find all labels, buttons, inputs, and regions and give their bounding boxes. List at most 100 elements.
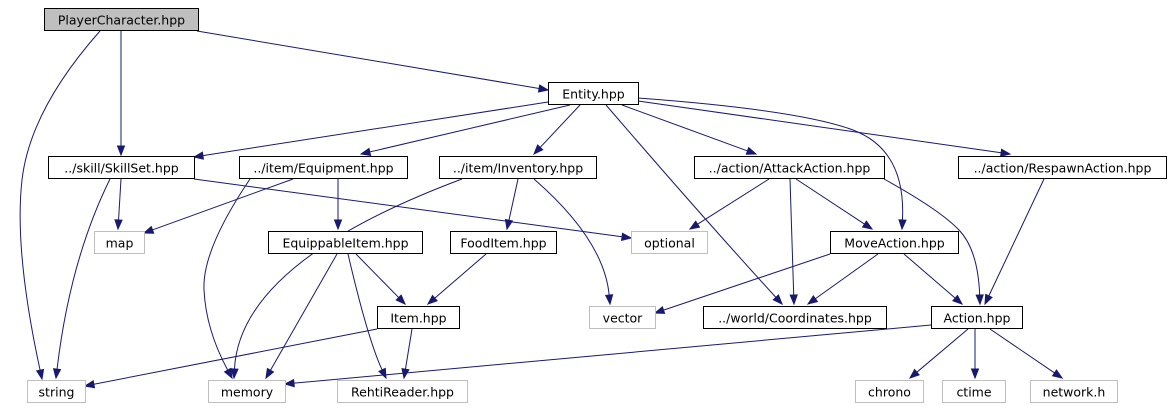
node-network-h: network.h (1030, 380, 1118, 403)
edge-line (404, 328, 413, 370)
node-box (439, 156, 597, 179)
node-box (589, 306, 656, 329)
node-coordinates[interactable]: ../world/Coordinates.hpp (703, 306, 887, 329)
arrow-head-icon (604, 294, 614, 306)
edge-line (663, 253, 831, 311)
arrow-head-icon (952, 294, 964, 305)
node-box (377, 306, 460, 329)
node-attack-action[interactable]: ../action/AttackAction.hpp (694, 156, 885, 179)
node-label: Action.hpp (944, 311, 1011, 326)
arrow-head-icon (653, 305, 666, 314)
node-box (942, 380, 1006, 403)
arrow-head-icon (970, 368, 980, 380)
node-chrono: chrono (855, 380, 924, 403)
node-move-action[interactable]: MoveAction.hpp (830, 231, 959, 254)
arrow-head-icon (537, 84, 550, 93)
arrow-head-icon (975, 294, 984, 306)
arrow-head-icon (283, 378, 295, 388)
node-label: ../item/Inventory.hpp (453, 161, 583, 176)
arrow-head-icon (223, 367, 233, 380)
node-box (450, 231, 557, 254)
node-box (631, 231, 708, 254)
edge-line (637, 97, 904, 221)
edge-line (196, 30, 540, 90)
arrow-head-icon (116, 145, 126, 157)
arrow-head-icon (265, 367, 275, 380)
node-label: RehtiReader.hpp (351, 385, 454, 400)
edge-inventory-to-memory (230, 178, 463, 380)
node-box (1030, 380, 1118, 403)
arrow-head-icon (52, 368, 62, 380)
node-box (830, 231, 959, 254)
arrow-head-icon (898, 219, 907, 231)
edge-entity-to-equipment (359, 104, 571, 157)
edge-line (347, 253, 383, 371)
node-label: FoodItem.hpp (460, 236, 546, 251)
node-label: string (39, 385, 75, 400)
node-box (855, 380, 924, 403)
node-box (694, 156, 885, 179)
node-player-character: PlayerCharacter.hpp (44, 8, 199, 31)
node-item[interactable]: Item.hpp (377, 306, 460, 329)
arrow-head-icon (806, 295, 819, 305)
edge-line (56, 178, 111, 370)
edge-line (19, 30, 101, 371)
edge-skillset-to-string (52, 178, 111, 380)
edge-line (152, 178, 294, 231)
edge-action-to-ctime (970, 329, 980, 380)
arrow-head-icon (772, 294, 783, 306)
node-box (268, 231, 423, 254)
node-food-item[interactable]: FoodItem.hpp (450, 231, 557, 254)
arrow-head-icon (789, 294, 798, 306)
node-entity[interactable]: Entity.hpp (548, 82, 639, 105)
arrow-head-icon (333, 219, 343, 231)
node-inventory[interactable]: ../item/Inventory.hpp (439, 156, 597, 179)
node-map: map (94, 231, 145, 254)
node-box (94, 231, 145, 254)
node-skillset[interactable]: ../skill/SkillSet.hpp (48, 156, 195, 179)
edge-attack-action-to-coordinates (789, 178, 798, 306)
node-vector: vector (589, 306, 656, 329)
node-box (548, 82, 639, 105)
edge-item-to-string (83, 328, 378, 389)
edge-skillset-to-map (114, 178, 123, 231)
arrow-head-icon (114, 219, 123, 231)
arrow-head-icon (908, 368, 920, 379)
edge-line (815, 253, 879, 300)
edge-line (233, 178, 463, 370)
edge-entity-to-respawn-action (637, 100, 1012, 157)
node-label: PlayerCharacter.hpp (58, 13, 185, 28)
node-box (44, 8, 199, 31)
arrow-head-icon (533, 144, 544, 156)
arrow-head-icon (621, 232, 633, 241)
edge-line (533, 178, 610, 296)
node-label: chrono (868, 385, 911, 400)
node-respawn-action[interactable]: ../action/RespawnAction.hpp (958, 156, 1167, 179)
edge-equippable-item-to-memory (265, 253, 338, 380)
arrow-head-icon (359, 147, 372, 157)
edge-move-action-to-vector (653, 253, 831, 314)
node-box (958, 156, 1167, 179)
edge-inventory-to-vector (533, 178, 614, 306)
edge-equipment-to-map (142, 178, 294, 234)
arrow-head-icon (395, 294, 406, 305)
node-equippable-item[interactable]: EquippableItem.hpp (268, 231, 423, 254)
arrow-head-icon (999, 148, 1012, 157)
node-equipment[interactable]: ../item/Equipment.hpp (239, 156, 408, 179)
arrow-head-icon (230, 368, 239, 380)
node-label: ctime (956, 385, 991, 400)
node-label: ../item/Equipment.hpp (253, 161, 393, 176)
edge-equipment-to-equippable-item (333, 179, 343, 231)
node-box (208, 380, 286, 403)
edge-line (203, 178, 251, 371)
edge-line (988, 178, 1045, 297)
edge-line (508, 178, 519, 221)
node-label: Entity.hpp (562, 87, 625, 102)
arrow-head-icon (426, 294, 438, 305)
edge-line (697, 178, 770, 225)
node-action[interactable]: Action.hpp (931, 306, 1023, 329)
node-box (27, 380, 86, 403)
edge-entity-to-attack-action (621, 104, 758, 155)
edge-attack-action-to-move-action (795, 178, 874, 230)
arrow-head-icon (861, 220, 874, 230)
